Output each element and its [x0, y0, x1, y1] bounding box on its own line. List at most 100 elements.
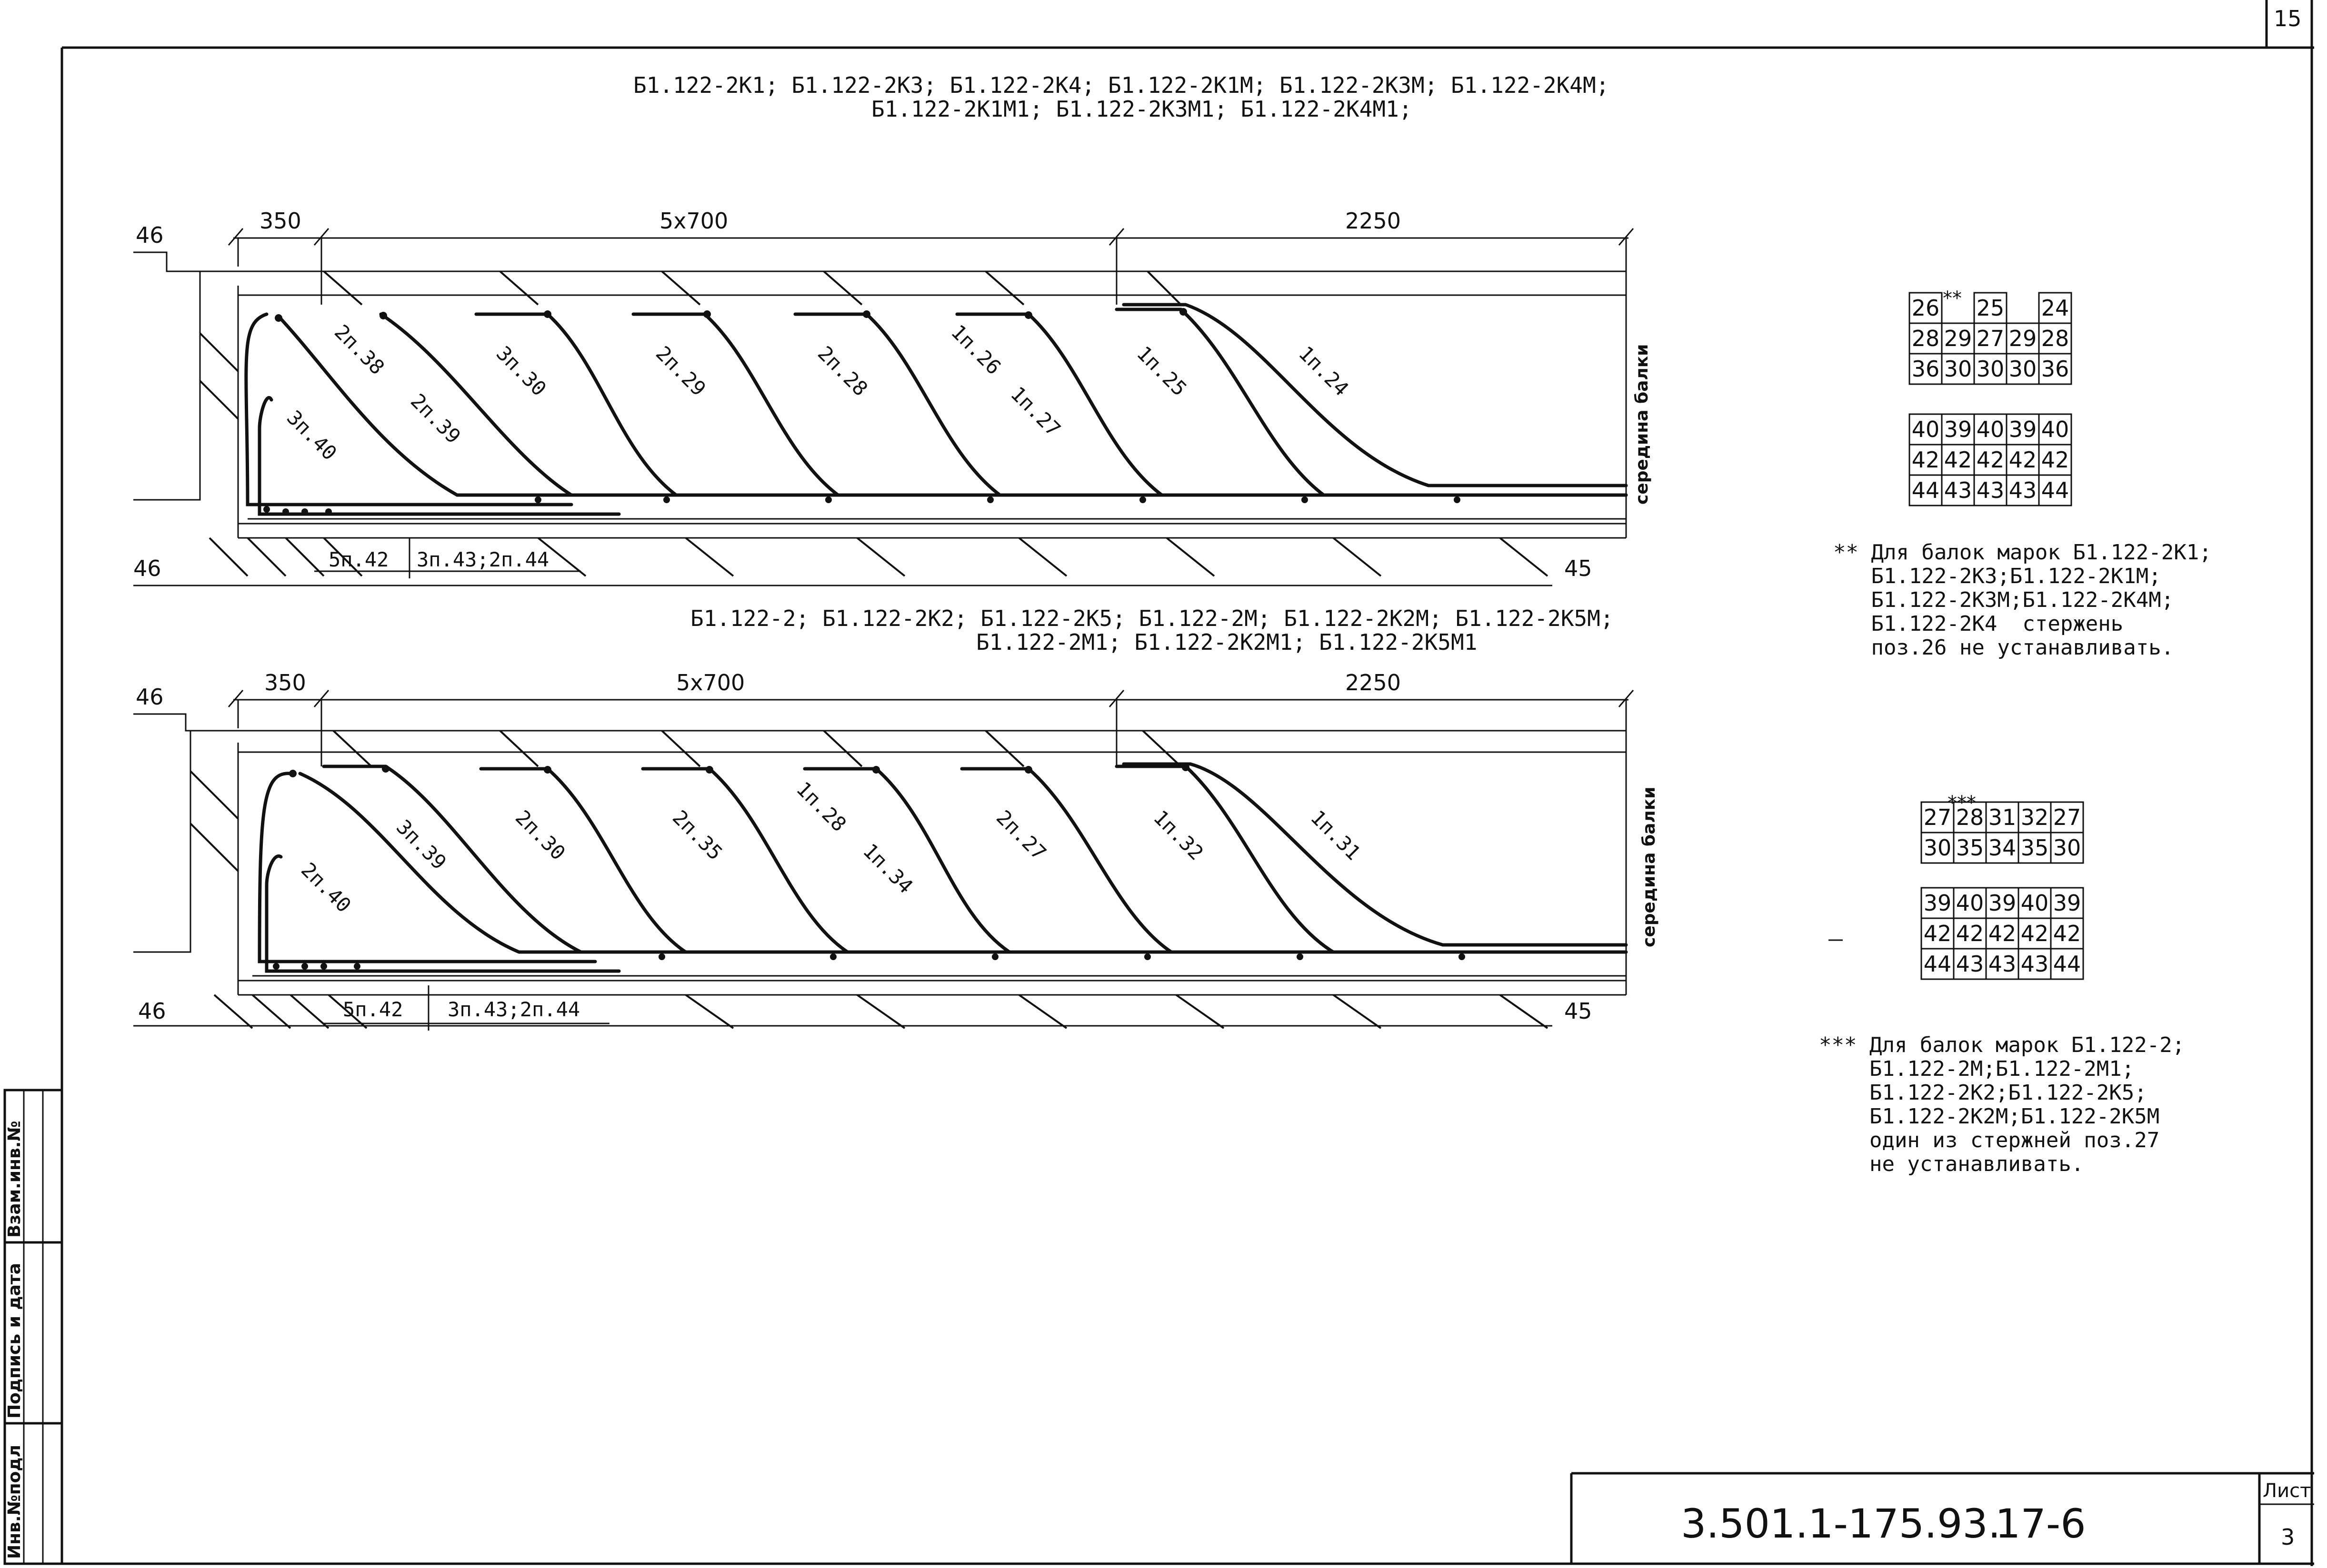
bottom-mark-46-upper: 46: [136, 684, 164, 710]
top-mark-46-upper: 46: [136, 222, 164, 248]
bottom-callout-3p43-2p44: 3п.43;2п.44: [448, 998, 580, 1021]
top-label-1p25: 1п.25: [1132, 341, 1191, 400]
bar-3p40-path: [258, 396, 621, 516]
note-top-line-4: Б1.122-2К4 стержень: [1833, 612, 2123, 636]
table-cell: 43: [2021, 951, 2049, 977]
bar-2p39-path: [279, 317, 1628, 497]
note-bottom: *** Для балок марок Б1.122-2; Б1.122-2М;…: [1819, 1033, 2185, 1176]
title-block-code: 3.501.1-175.93.: [1681, 1500, 2001, 1547]
bar-2p38-path: [244, 312, 573, 506]
bottom-bar-labels: 3п.39 2п.30 2п.35 1п.28 1п.34 2п.27 1п.3…: [297, 777, 1365, 917]
bottom-label-2p30: 2п.30: [511, 805, 570, 864]
table-cell: 28: [2041, 326, 2069, 351]
sheet-number: 15: [2274, 6, 2302, 31]
table-cell: 24: [2041, 295, 2069, 321]
bottom-section: Б1.122-2; Б1.122-2К2; Б1.122-2К5; Б1.122…: [133, 605, 1659, 1031]
bottom-mark-45: 45: [1564, 998, 1592, 1024]
top-label-3p30: 3п.30: [492, 341, 551, 400]
side-stamp: Инв.№подл Подпись и дата Взам.инв.№: [3, 1089, 63, 1565]
table-cell: 43: [1988, 951, 2017, 977]
table-cell: 44: [1912, 477, 1940, 503]
bottom-dim-350: 350: [264, 670, 306, 695]
table-cell: 30: [2009, 356, 2037, 382]
bottom-bar-dots: [273, 764, 1465, 970]
bar-2p29-path: [474, 312, 678, 497]
table-cell: 27: [1924, 804, 1952, 830]
title-block-sheet-value: 3: [2281, 1524, 2295, 1550]
table-cell: 35: [1956, 835, 1984, 861]
top-mark-45: 45: [1564, 556, 1592, 581]
table-cell-box: [2038, 474, 2072, 506]
top-beam-outline: 46 46 45: [133, 222, 1626, 586]
top-title-line2: Б1.122-2К1М1; Б1.122-2К3М1; Б1.122-2К4М1…: [871, 96, 1412, 122]
top-bottom-callouts: 5п.42 3п.43;2п.44: [314, 538, 581, 578]
table-cell: 42: [1944, 447, 1972, 473]
top-section: Б1.122-2К1; Б1.122-2К3; Б1.122-2К4; Б1.1…: [133, 72, 1652, 586]
table-cell: 30: [2053, 835, 2081, 861]
stamp-vzam-inv: Взам.инв.№: [5, 1121, 24, 1238]
bottom-label-1p28: 1п.28: [792, 777, 851, 836]
top-bar-labels: 2п.38 2п.39 3п.30 2п.29 2п.28 1п.26 1п.2…: [282, 320, 1353, 465]
bar-1p34-path: [641, 767, 849, 954]
table-cell: 28: [1956, 804, 1984, 830]
table-cell: 40: [1977, 417, 2005, 442]
table-cell: 40: [1956, 890, 1984, 916]
table-cell: 30: [1944, 356, 1972, 382]
table-cell: 26: [1912, 295, 1940, 321]
table-cell: 34: [1988, 835, 2017, 861]
bar-2p40-path: [265, 854, 621, 973]
top-label-1p27: 1п.27: [1006, 382, 1065, 441]
bottom-beam-outline: 46 46 45: [133, 684, 1626, 1027]
bar-1p28-path: [479, 767, 688, 954]
note-bottom-line-2: Б1.122-2М;Б1.122-2М1;: [1819, 1057, 2134, 1081]
table-top-a-star: **: [1943, 288, 1962, 309]
table-cell: 42: [2021, 921, 2049, 946]
bottom-label-1p34: 1п.34: [859, 839, 918, 898]
table-cell: 42: [2041, 447, 2069, 473]
bottom-dim-2250: 2250: [1345, 670, 1401, 695]
top-callout-5p42: 5п.42: [329, 548, 389, 571]
top-dim-350: 350: [260, 208, 301, 234]
top-stirrups: [199, 270, 1548, 577]
top-label-1p24: 1п.24: [1294, 341, 1353, 400]
title-block-issue: 17-6: [1995, 1500, 2086, 1547]
note-top: ** Для балок марок Б1.122-2К1; Б1.122-2К…: [1833, 540, 2212, 660]
bar-2p27-path: [803, 767, 1011, 954]
bottom-label-1p32: 1п.32: [1149, 805, 1208, 864]
note-bottom-line-1: *** Для балок марок Б1.122-2;: [1819, 1033, 2185, 1057]
title-block: 3.501.1-175.93. 17-6 Лист 3: [1570, 1472, 2314, 1564]
table-cell: 40: [2041, 417, 2069, 442]
top-label-2p39: 2п.39: [406, 389, 465, 448]
table-cell: 42: [2009, 447, 2037, 473]
table-cell: 43: [1956, 951, 1984, 977]
top-dim-5x700: 5x700: [659, 208, 728, 234]
bar-1p24-path: [1122, 303, 1628, 487]
bottom-dim-5x700: 5x700: [676, 670, 745, 695]
bottom-label-2p40: 2п.40: [297, 858, 356, 917]
table-cell-box: [2050, 832, 2084, 864]
top-mark-46-lower: 46: [133, 556, 161, 581]
table-cell: 42: [1912, 447, 1940, 473]
bottom-bent-bars: [252, 762, 1628, 977]
top-label-2p38: 2п.38: [330, 320, 389, 379]
bottom-bottom-callouts: 5п.42 3п.43;2п.44: [324, 985, 609, 1031]
top-dim-2250: 2250: [1345, 208, 1401, 234]
bar-1p32-path: [1115, 764, 1335, 954]
bottom-label-2p27: 2п.27: [992, 805, 1051, 864]
note-bottom-line-5: один из стержней поз.27: [1819, 1128, 2159, 1152]
bottom-callout-5p42: 5п.42: [343, 998, 403, 1021]
table-cell: 39: [1924, 890, 1952, 916]
table-cell: 36: [2041, 356, 2069, 382]
bar-1p31-path: [1122, 762, 1628, 947]
table-cell: 36: [1912, 356, 1940, 382]
table-cell: 39: [2053, 890, 2081, 916]
top-label-3p40: 3п.40: [282, 406, 341, 465]
bar-2p35-path: [322, 764, 583, 954]
table-cell: 42: [1977, 447, 2005, 473]
note-top-line-3: Б1.122-2К3М;Б1.122-2К4М;: [1833, 588, 2174, 612]
table-cell: 42: [1988, 921, 2017, 946]
